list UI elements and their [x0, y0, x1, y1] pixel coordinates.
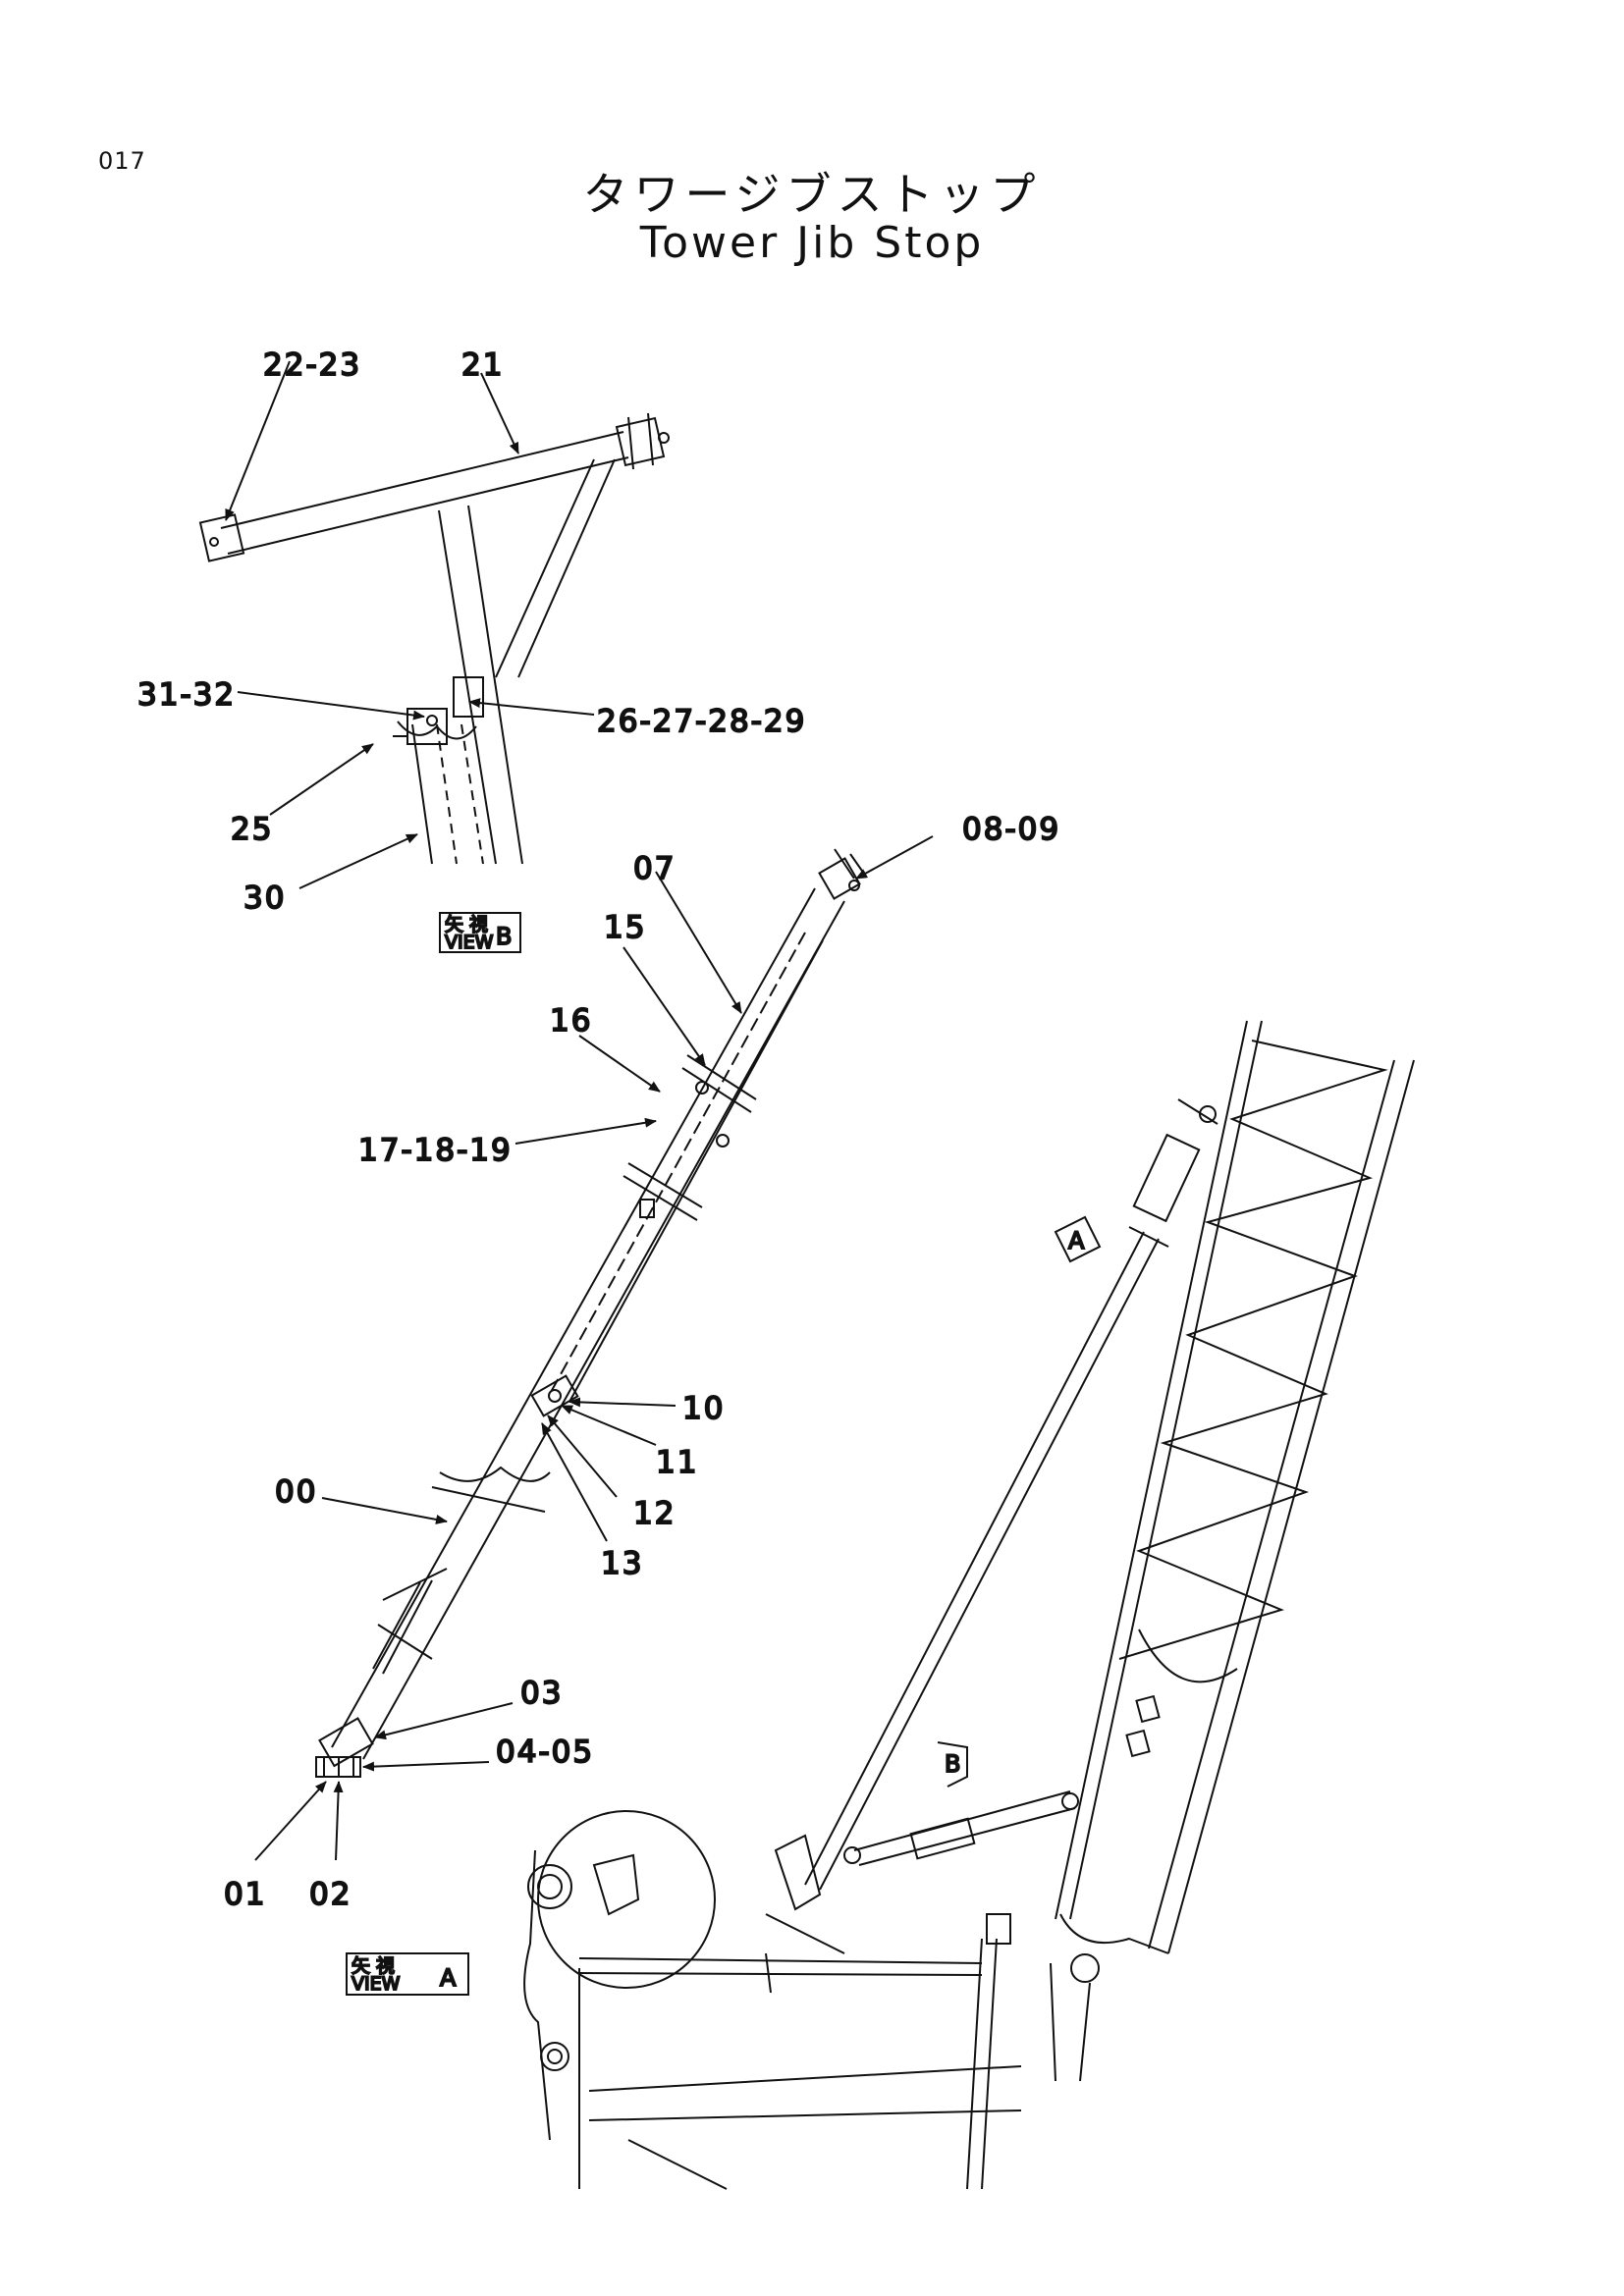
- view-a-jp: 矢 視: [352, 1955, 395, 1977]
- callout-08-09: 08-09: [962, 812, 1060, 847]
- callout-31-32: 31-32: [137, 677, 236, 713]
- view-b-label-box: 矢 視 VIEW B: [439, 912, 521, 954]
- callout-11: 11: [656, 1445, 698, 1480]
- callout-22-23: 22-23: [263, 347, 361, 383]
- callout-04-05: 04-05: [496, 1735, 594, 1770]
- view-b-key: B: [496, 923, 512, 950]
- callout-25: 25: [231, 812, 273, 847]
- page-number: 017: [98, 147, 146, 175]
- view-a-label-box: 矢 視 VIEW A: [346, 1952, 469, 1996]
- view-a-strut: [315, 848, 865, 1778]
- callout-26-27-28-29: 26-27-28-29: [597, 704, 806, 739]
- callout-12: 12: [633, 1496, 676, 1531]
- callout-15: 15: [604, 910, 646, 945]
- callout-00: 00: [275, 1474, 317, 1510]
- crane-assembly: A B: [523, 1020, 1415, 2190]
- callout-21: 21: [461, 347, 504, 383]
- callout-02: 02: [309, 1877, 352, 1912]
- callout-10: 10: [682, 1391, 725, 1426]
- callout-16: 16: [550, 1003, 592, 1039]
- callout-13: 13: [601, 1546, 643, 1581]
- view-b-jp: 矢 視: [445, 914, 488, 935]
- title-japanese: タワージブストップ: [582, 168, 1042, 221]
- view-a-en: VIEW: [352, 1973, 401, 1995]
- view-a-key: A: [440, 1964, 457, 1992]
- arrow-b-marker: B: [945, 1750, 960, 1778]
- callout-03: 03: [520, 1676, 563, 1711]
- callout-17-18-19: 17-18-19: [358, 1133, 513, 1168]
- arrow-a-marker: A: [1068, 1227, 1085, 1255]
- callout-01: 01: [224, 1877, 266, 1912]
- title-english: Tower Jib Stop: [639, 218, 985, 268]
- callout-07: 07: [633, 851, 676, 886]
- view-b-en: VIEW: [445, 932, 494, 953]
- callout-30: 30: [244, 881, 286, 916]
- view-b-frame: [198, 412, 670, 865]
